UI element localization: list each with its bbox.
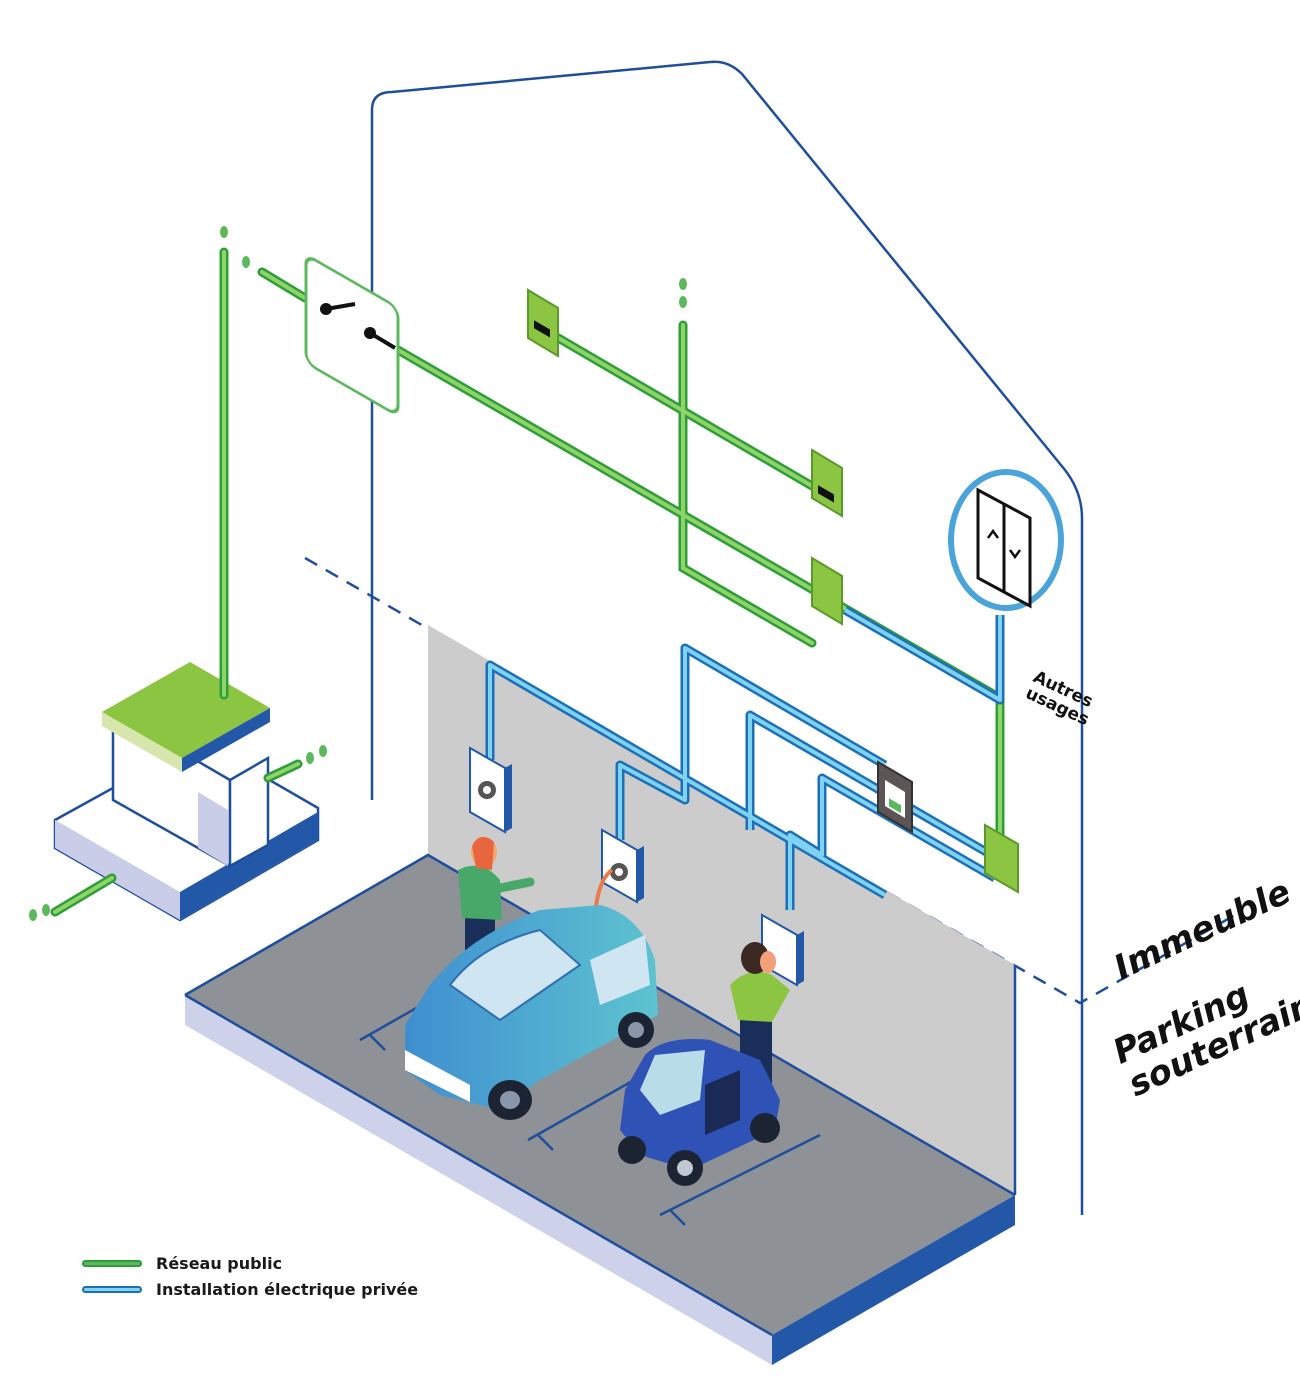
building-outline [370,60,1084,1215]
switch-icon [304,257,400,414]
legend: Réseau public Installation électrique pr… [82,1250,418,1302]
legend-label-private: Installation électrique privée [156,1279,419,1299]
car-large [405,905,658,1120]
legend-item-private: Installation électrique privée [82,1276,418,1302]
meter-icon [811,448,843,518]
elevator-icon [948,469,1064,611]
distribution-box-icon [877,760,913,834]
legend-label-public: Réseau public [156,1253,283,1273]
car-small [618,1039,780,1186]
charging-station-icon [469,746,512,834]
continuation-dots [29,226,687,921]
meter-icon [811,485,843,626]
legend-swatch-private [82,1285,142,1293]
meter-icon [527,288,559,358]
substation [53,622,320,922]
legend-item-public: Réseau public [82,1250,418,1276]
legend-swatch-public [82,1259,142,1267]
parking-slab [184,625,1017,1365]
